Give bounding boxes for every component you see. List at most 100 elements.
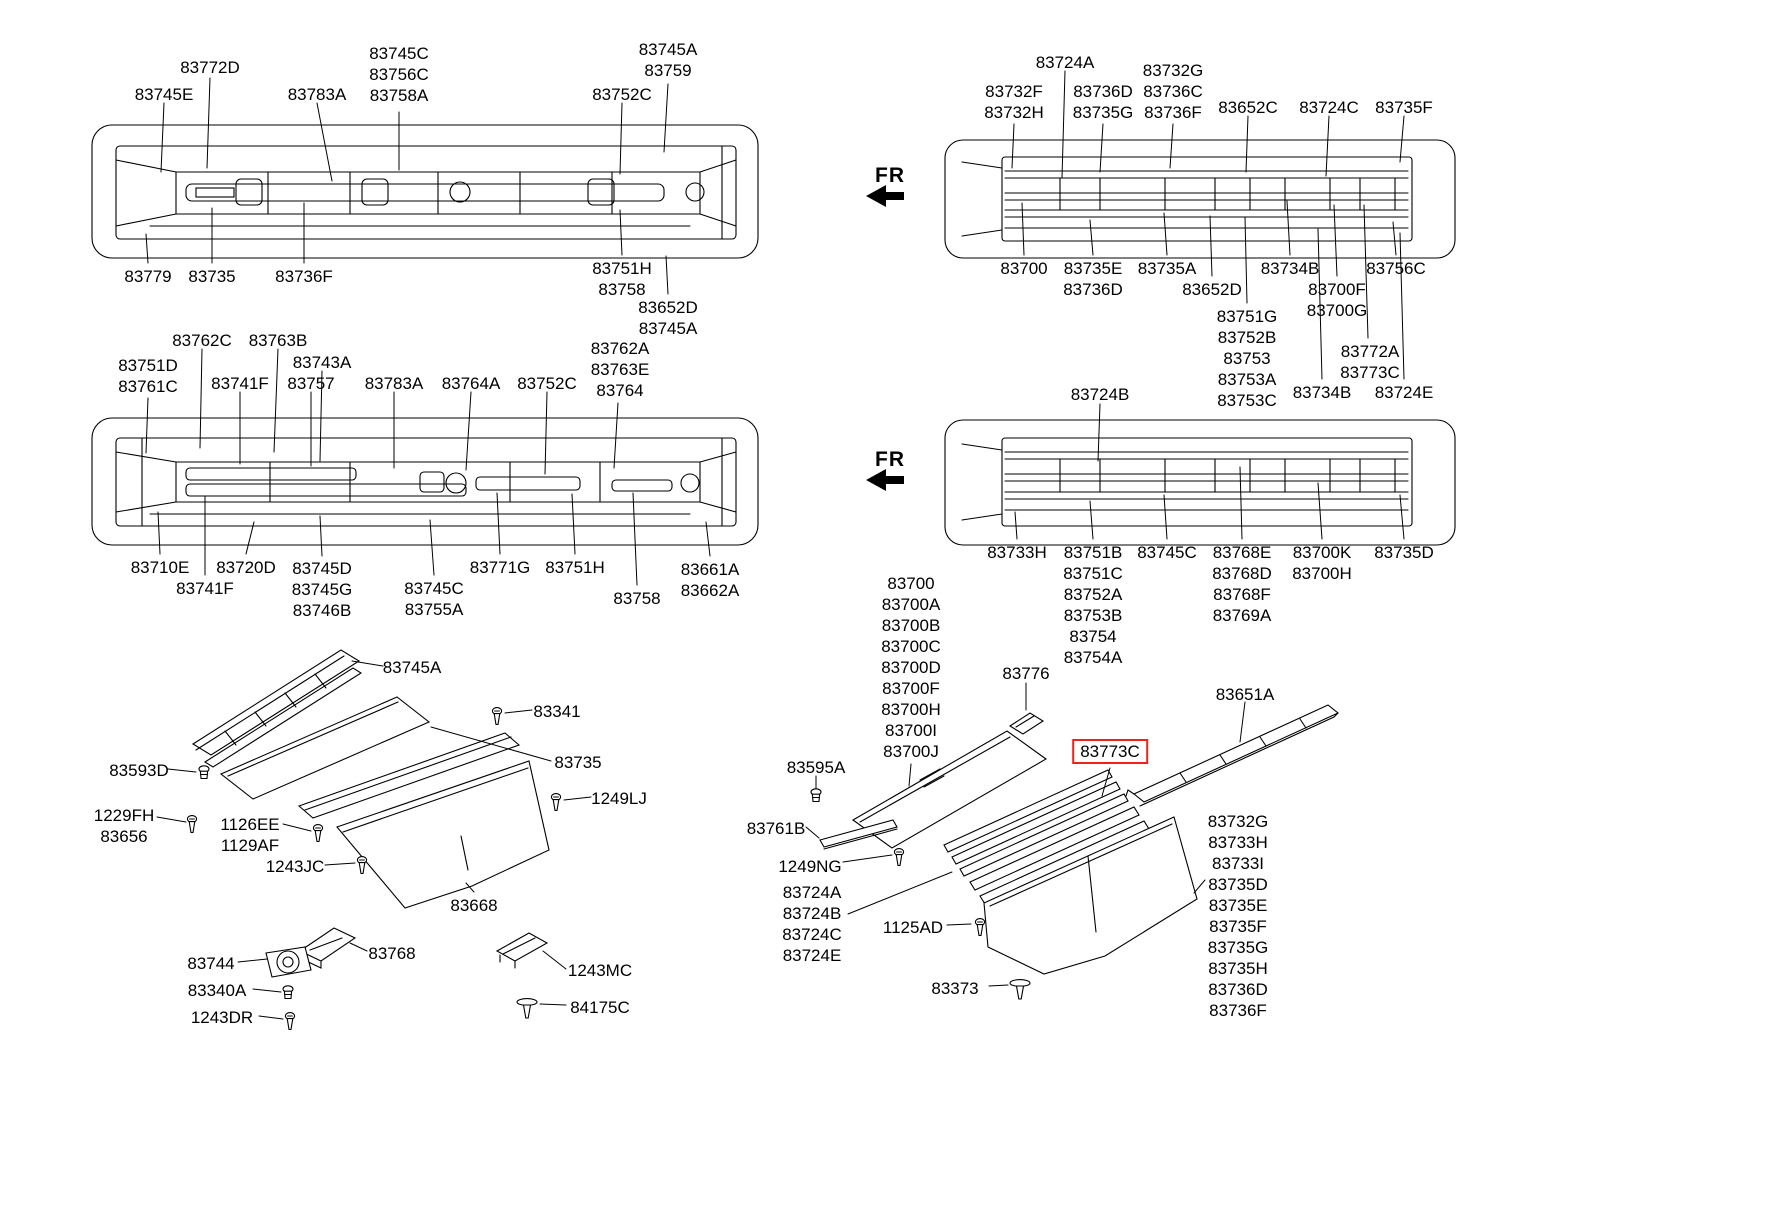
- part-label: 83652D 83745A: [638, 298, 698, 338]
- part-label: 83741F: [211, 374, 269, 393]
- part-label: 83735F: [1375, 98, 1433, 117]
- large-panel: [983, 816, 1198, 975]
- clip-fastener-icon: [810, 788, 822, 803]
- part-label: 83762A 83763E 83764: [590, 339, 650, 400]
- part-label: 83735: [554, 753, 602, 772]
- part-label: 83735E 83736D: [1063, 259, 1123, 299]
- part-label: 83724B: [1070, 385, 1130, 404]
- molding-strip: [951, 781, 1121, 865]
- part-label: 83724A 83724B 83724C 83724E: [782, 883, 842, 965]
- molding-strip: [959, 793, 1129, 877]
- part-label: 83783A: [364, 374, 424, 393]
- part-label: 1125AD: [882, 918, 944, 937]
- fr-arrow-icon: [866, 185, 904, 207]
- screw-icon: [356, 856, 368, 875]
- push-pin-icon: [516, 998, 538, 1019]
- part-label: 1249NG: [778, 857, 842, 876]
- molding-strip: [297, 732, 521, 819]
- part-label: 83776: [1002, 664, 1050, 683]
- part-label: 83757: [287, 374, 335, 393]
- part-label: 83771G: [469, 558, 531, 577]
- part-label: 1243MC: [567, 961, 633, 980]
- part-label: 83745A: [382, 658, 442, 677]
- part-label: 83734B: [1292, 383, 1352, 402]
- part-label: 83700F 83700G: [1306, 280, 1368, 320]
- part-label: 83763B: [248, 331, 308, 350]
- part-label: 83756C: [1366, 259, 1426, 278]
- part-label: 83768: [368, 944, 416, 963]
- part-label: 83745C 83756C 83758A: [369, 44, 429, 105]
- part-label: 83341: [533, 702, 581, 721]
- part-label: 84175C: [570, 998, 630, 1017]
- part-label: 83735: [188, 267, 236, 286]
- push-pin-icon: [1009, 979, 1031, 1000]
- part-label: 83735D: [1374, 543, 1434, 562]
- bracket-extrusion: [298, 927, 357, 962]
- sill-molding-drawing-top-left: [91, 124, 759, 259]
- part-label: 83743A: [292, 353, 352, 372]
- part-label: 1249LJ: [591, 789, 647, 808]
- part-label: 83651A: [1215, 685, 1275, 704]
- part-label: 83751H 83758: [592, 259, 652, 299]
- part-label: 83745C 83755A: [404, 579, 464, 619]
- part-label: 83768E 83768D 83768F 83769A: [1212, 543, 1272, 625]
- fr-arrow-icon: [866, 469, 904, 491]
- part-label: 83745E: [134, 85, 194, 104]
- long-garnish-strip: [1132, 704, 1340, 803]
- part-label: 83764A: [441, 374, 501, 393]
- screw-icon: [284, 1012, 296, 1031]
- part-label: 83762C: [172, 331, 232, 350]
- clip-fastener-icon: [282, 985, 294, 1000]
- exploded-view-left: [186, 649, 562, 1031]
- part-label: 83593D: [109, 761, 169, 780]
- part-label: 83751B 83751C 83752A 83753B 83754 83754A: [1063, 543, 1123, 667]
- part-label: 1229FH 83656: [93, 806, 155, 846]
- screw-icon: [491, 707, 503, 726]
- molding-strip: [191, 649, 361, 756]
- part-label: 83724E: [1374, 383, 1434, 402]
- flat-panel: [219, 696, 431, 800]
- part-label: 83732G 83733H 83733I 83735D 83735E 83735…: [1207, 812, 1269, 1020]
- clip-channel: [495, 932, 549, 962]
- part-label: 83652C: [1218, 98, 1278, 117]
- part-label: 83772D: [180, 58, 240, 77]
- screw-icon: [550, 793, 562, 812]
- part-label: 83758: [613, 589, 661, 608]
- molding-strip: [819, 819, 898, 848]
- part-label: 83733H: [987, 543, 1047, 562]
- part-label: 83340A: [187, 981, 247, 1000]
- part-label: 1126EE 1129AF: [220, 815, 280, 855]
- exploded-view-right: [810, 704, 1340, 1000]
- part-label: 83700: [1000, 259, 1048, 278]
- molding-strip: [943, 769, 1113, 853]
- part-label: 83752C: [592, 85, 652, 104]
- highlighted-part-label: 83773C: [1072, 739, 1148, 764]
- part-label: 83751H: [545, 558, 605, 577]
- screw-icon: [312, 824, 324, 843]
- part-label: 83720D: [216, 558, 276, 577]
- molding-strip: [203, 667, 363, 768]
- part-label: 83772A 83773C: [1340, 342, 1400, 382]
- sill-molding-drawing-mid-right: [944, 419, 1456, 546]
- fr-indicator: FR: [875, 164, 905, 187]
- part-label: 1243JC: [265, 857, 325, 876]
- part-label: 83741F: [176, 579, 234, 598]
- screw-icon: [974, 918, 986, 937]
- part-label: 83700 83700A 83700B 83700C 83700D 83700F…: [881, 574, 941, 761]
- part-label: 83745D 83745G 83746B: [291, 559, 353, 620]
- sill-molding-drawing-top-right: [944, 139, 1456, 259]
- part-label: 83751G 83752B 83753 83753A 83753C: [1216, 307, 1278, 410]
- screw-icon: [186, 815, 198, 834]
- part-label: 83751D 83761C: [118, 356, 178, 396]
- part-label: 83373: [931, 979, 979, 998]
- fr-indicator: FR: [875, 448, 905, 471]
- part-label: 83700K 83700H: [1292, 543, 1352, 583]
- part-label: 83744: [187, 954, 235, 973]
- part-label: 83745C: [1137, 543, 1197, 562]
- bracket: [1008, 712, 1045, 735]
- part-label: 83745A 83759: [638, 40, 698, 80]
- part-label: 83724C: [1299, 98, 1359, 117]
- sill-molding-drawing-mid-left: [91, 417, 759, 546]
